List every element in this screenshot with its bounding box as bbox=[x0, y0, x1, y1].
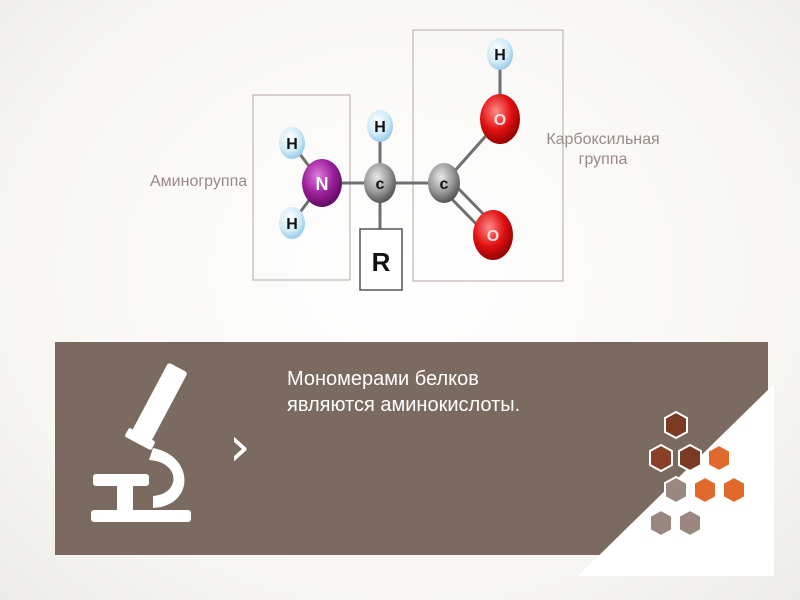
amino-group-box bbox=[252, 94, 351, 281]
svg-text:H: H bbox=[286, 216, 298, 233]
svg-text:H: H bbox=[286, 136, 298, 153]
svg-text:O: O bbox=[487, 228, 499, 245]
r-group-label: R bbox=[372, 247, 391, 277]
atom-oxygen-carbonyl: O bbox=[473, 210, 513, 260]
banner-text-line2: являются аминокислоты. bbox=[287, 394, 521, 416]
atom-nitrogen: N bbox=[302, 159, 342, 207]
carboxyl-label-line2: группа bbox=[578, 151, 628, 168]
atom-carbon-alpha: c bbox=[364, 163, 396, 203]
atom-h-amino-bottom: H bbox=[279, 207, 305, 239]
atom-carbon-carboxyl: c bbox=[428, 163, 460, 203]
banner-text: Мономерами белков являются аминокислоты. bbox=[287, 366, 587, 418]
r-group-box bbox=[359, 228, 403, 291]
microscope-icon bbox=[91, 363, 191, 522]
svg-text:N: N bbox=[316, 174, 329, 194]
atom-h-alpha: H bbox=[367, 110, 393, 142]
carboxyl-group-label: Карбоксильная группа bbox=[528, 130, 678, 170]
atom-h-amino-top: H bbox=[279, 127, 305, 159]
amino-acid-structure: R H H H H N c c O O bbox=[252, 29, 564, 291]
chevron-right-icon: › bbox=[229, 415, 251, 478]
carboxyl-label-line1: Карбоксильная bbox=[546, 131, 660, 148]
svg-text:H: H bbox=[494, 47, 506, 64]
svg-text:H: H bbox=[374, 119, 386, 136]
svg-text:c: c bbox=[376, 176, 385, 193]
bonds bbox=[290, 53, 502, 238]
atom-h-hydroxyl: H bbox=[487, 38, 513, 70]
svg-text:c: c bbox=[440, 176, 449, 193]
amino-group-label: Аминогруппа bbox=[150, 173, 248, 190]
carboxyl-group-box bbox=[412, 29, 564, 282]
atom-oxygen-hydroxyl: O bbox=[480, 94, 520, 144]
banner-text-line1: Мономерами белков bbox=[287, 368, 479, 390]
svg-text:O: O bbox=[494, 112, 506, 129]
